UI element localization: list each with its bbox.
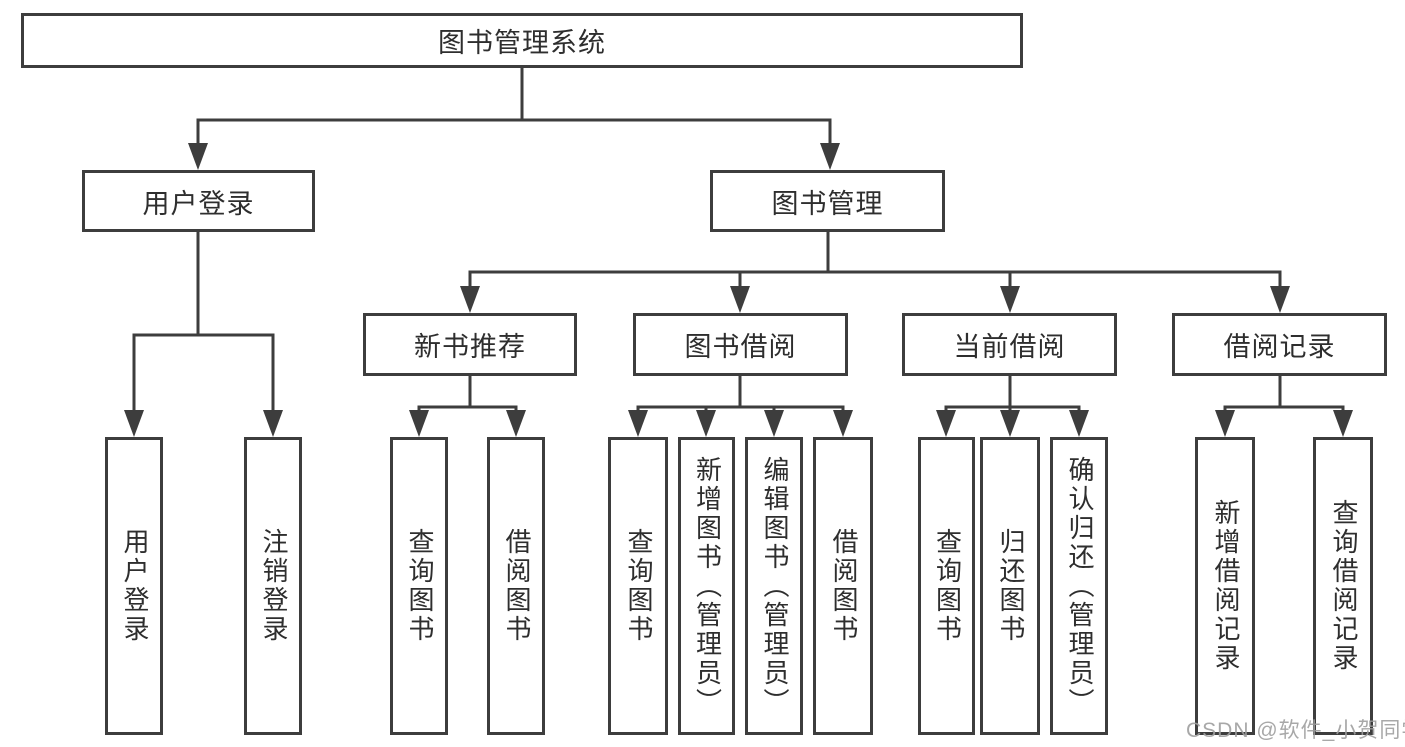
leaf-borrow-book-borrowing: 借阅图书	[813, 437, 873, 735]
arrowheads	[124, 143, 1353, 437]
connector-current-to-leaves	[944, 374, 1081, 416]
leaf-query-borrow-record: 查询借阅记录	[1313, 437, 1373, 735]
node-label: 注销登录	[258, 528, 289, 644]
node-new-book-recommend: 新书推荐	[363, 313, 577, 376]
arrow-icon	[409, 410, 429, 437]
node-library-management-system: 图书管理系统	[21, 13, 1023, 68]
connector-newbook-to-leaves	[417, 374, 518, 416]
csdn-watermark: CSDN @软件_小贺同学	[1186, 719, 1405, 742]
arrow-icon	[506, 410, 526, 437]
arrow-icon	[1069, 410, 1089, 437]
node-label: 编辑图书（管理员）	[759, 455, 790, 717]
arrow-icon	[936, 410, 956, 437]
leaf-confirm-return-admin: 确认归还（管理员）	[1050, 437, 1108, 735]
node-label: 查询借阅记录	[1328, 499, 1359, 673]
node-book-management: 图书管理	[710, 170, 945, 232]
node-label: 查询图书	[932, 528, 963, 644]
arrow-icon	[460, 286, 480, 313]
node-label: 查询图书	[404, 528, 435, 644]
arrow-icon	[1000, 410, 1020, 437]
arrow-icon	[696, 410, 716, 437]
node-label: 图书管理系统	[438, 28, 606, 58]
node-current-borrowing: 当前借阅	[902, 313, 1117, 376]
arrow-icon	[833, 410, 853, 437]
leaf-user-login: 用户登录	[105, 437, 163, 735]
arrow-icon	[1270, 286, 1290, 313]
leaf-query-book-borrowing: 查询图书	[608, 437, 668, 735]
arrow-icon	[1000, 286, 1020, 313]
node-label: 当前借阅	[953, 332, 1066, 362]
node-label: 新增借阅记录	[1210, 499, 1241, 673]
node-label: 新书推荐	[414, 332, 526, 362]
node-label: 图书借阅	[684, 332, 797, 362]
arrow-icon	[188, 143, 208, 170]
node-label: 图书管理	[771, 188, 884, 219]
connector-root-to-level2	[196, 66, 832, 149]
connector-borrowing-to-leaves	[636, 374, 845, 416]
leaf-return-book: 归还图书	[980, 437, 1040, 735]
node-label: 借阅图书	[828, 528, 859, 644]
leaf-query-book-current: 查询图书	[918, 437, 975, 735]
connector-records-to-leaves	[1223, 374, 1345, 416]
arrow-icon	[1333, 410, 1353, 437]
arrow-icon	[263, 410, 283, 437]
leaf-logout: 注销登录	[244, 437, 302, 735]
arrow-icon	[730, 286, 750, 313]
node-label: 确认归还（管理员）	[1064, 455, 1095, 717]
leaf-query-book-recommend: 查询图书	[390, 437, 448, 735]
node-label: 借阅记录	[1223, 332, 1336, 362]
leaf-add-book-admin: 新增图书（管理员）	[678, 437, 735, 735]
node-label: 借阅图书	[501, 528, 532, 644]
node-label: 查询图书	[623, 528, 654, 644]
leaf-add-borrow-record: 新增借阅记录	[1195, 437, 1255, 735]
connector-bookmgmt-to-level3	[468, 230, 1282, 292]
arrow-icon	[820, 143, 840, 170]
node-borrow-records: 借阅记录	[1172, 313, 1387, 376]
leaf-edit-book-admin: 编辑图书（管理员）	[745, 437, 803, 735]
node-book-borrowing: 图书借阅	[633, 313, 848, 376]
arrow-icon	[124, 410, 144, 437]
leaf-borrow-book-recommend: 借阅图书	[487, 437, 545, 735]
arrow-icon	[764, 410, 784, 437]
node-user-login: 用户登录	[82, 170, 315, 232]
node-label: 新增图书（管理员）	[692, 455, 723, 717]
node-label: 归还图书	[995, 528, 1026, 644]
node-label: 用户登录	[119, 528, 150, 644]
connector-userlogin-to-leaves	[132, 230, 275, 415]
arrow-icon	[1215, 410, 1235, 437]
node-label: 用户登录	[142, 188, 255, 219]
arrow-icon	[628, 410, 648, 437]
